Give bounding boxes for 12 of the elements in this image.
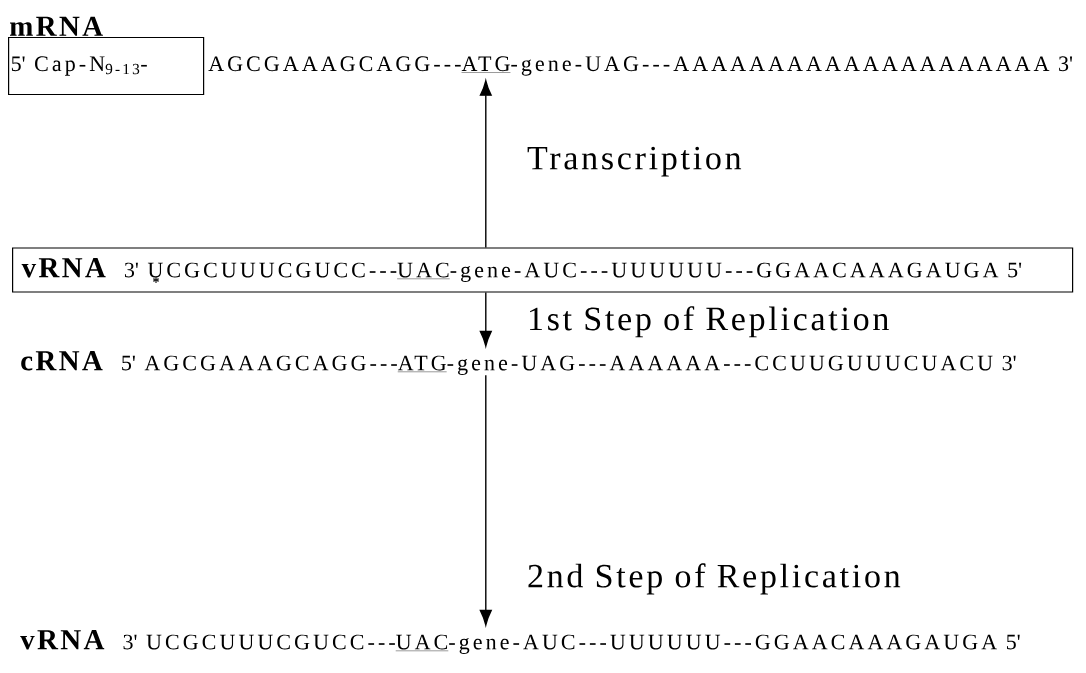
arrow <box>479 80 492 249</box>
heading-label: mRNA <box>10 16 103 36</box>
sequence-text: AGCGAAAGCAGG---ATG-gene-UAG---AAAAAAAAAAAAAAAAAAAA 3' <box>208 56 1073 76</box>
sequence-text: vRNA 3' UCGCUUUCGUCC---UAC-gene-AUC---UUUUUU---GGAACAAAGAUGA 5' <box>20 630 1020 654</box>
asterisk-mark: * <box>153 277 159 283</box>
arrow <box>479 374 492 626</box>
arrow <box>479 291 492 347</box>
sequence-text: cRNA 5' AGCGAAAGCAGG---ATG-gene-UAG---AAAAAA---CCUUGUUUCUACU 3' <box>21 351 1016 375</box>
edge-label: Transcription <box>527 146 742 177</box>
cap-box: 5' Cap-N$_{9-13}$- <box>8 36 205 96</box>
edge-label: 2nd Step of Replication <box>528 563 901 595</box>
edge-label: 1st Step of Replication <box>530 306 889 338</box>
